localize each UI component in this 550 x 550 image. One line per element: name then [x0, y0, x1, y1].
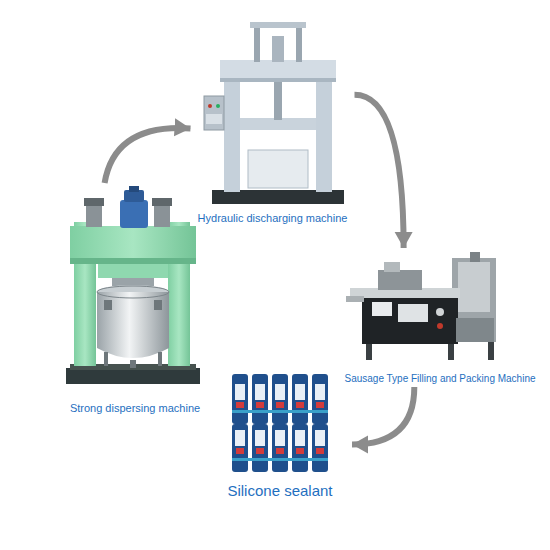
- filling-machine-figure: [346, 252, 496, 360]
- flow-arrow: [105, 128, 191, 183]
- machine-caption: Strong dispersing machine: [68, 402, 202, 415]
- flow-arrow: [352, 387, 414, 445]
- hydraulic-machine-figure: [204, 22, 344, 204]
- machine-caption: Sausage Type Filling and Packing Machine: [342, 373, 537, 385]
- machine-node: Hydraulic discharging machine: [193, 15, 353, 225]
- machine-node: Sausage Type Filling and Packing Machine: [333, 250, 547, 385]
- product-node: Silicone sealant: [210, 368, 350, 500]
- machine-node: Strong dispersing machine: [55, 185, 215, 415]
- flow-arrow: [355, 95, 404, 248]
- sealant-tubes-figure: [232, 374, 328, 472]
- machine-caption: Silicone sealant: [225, 482, 334, 500]
- dispersing-machine-figure: [66, 186, 200, 384]
- machine-caption: Hydraulic discharging machine: [196, 212, 350, 225]
